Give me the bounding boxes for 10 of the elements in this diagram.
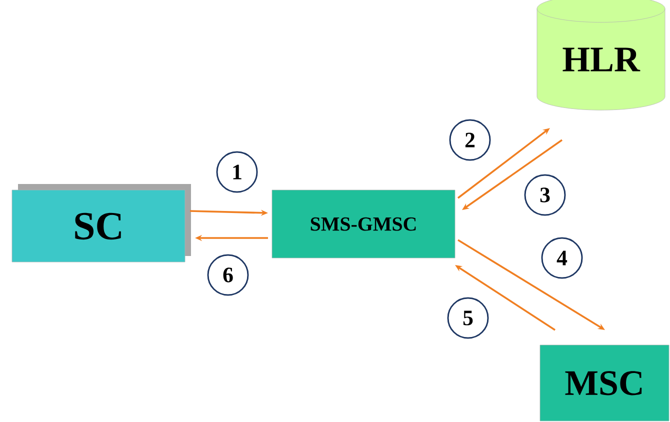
- step-number: 6: [207, 254, 249, 296]
- step-number: 2: [449, 119, 491, 161]
- database-cylinder: HLR: [536, 0, 666, 110]
- step-number: 1: [216, 151, 258, 193]
- process-box: SMS-GMSC: [272, 190, 456, 258]
- process-box: SC: [12, 184, 191, 262]
- step-number: 5: [447, 297, 489, 339]
- step-number: 4: [541, 237, 583, 279]
- process-box: MSC: [540, 344, 670, 422]
- step-number: 3: [524, 174, 566, 216]
